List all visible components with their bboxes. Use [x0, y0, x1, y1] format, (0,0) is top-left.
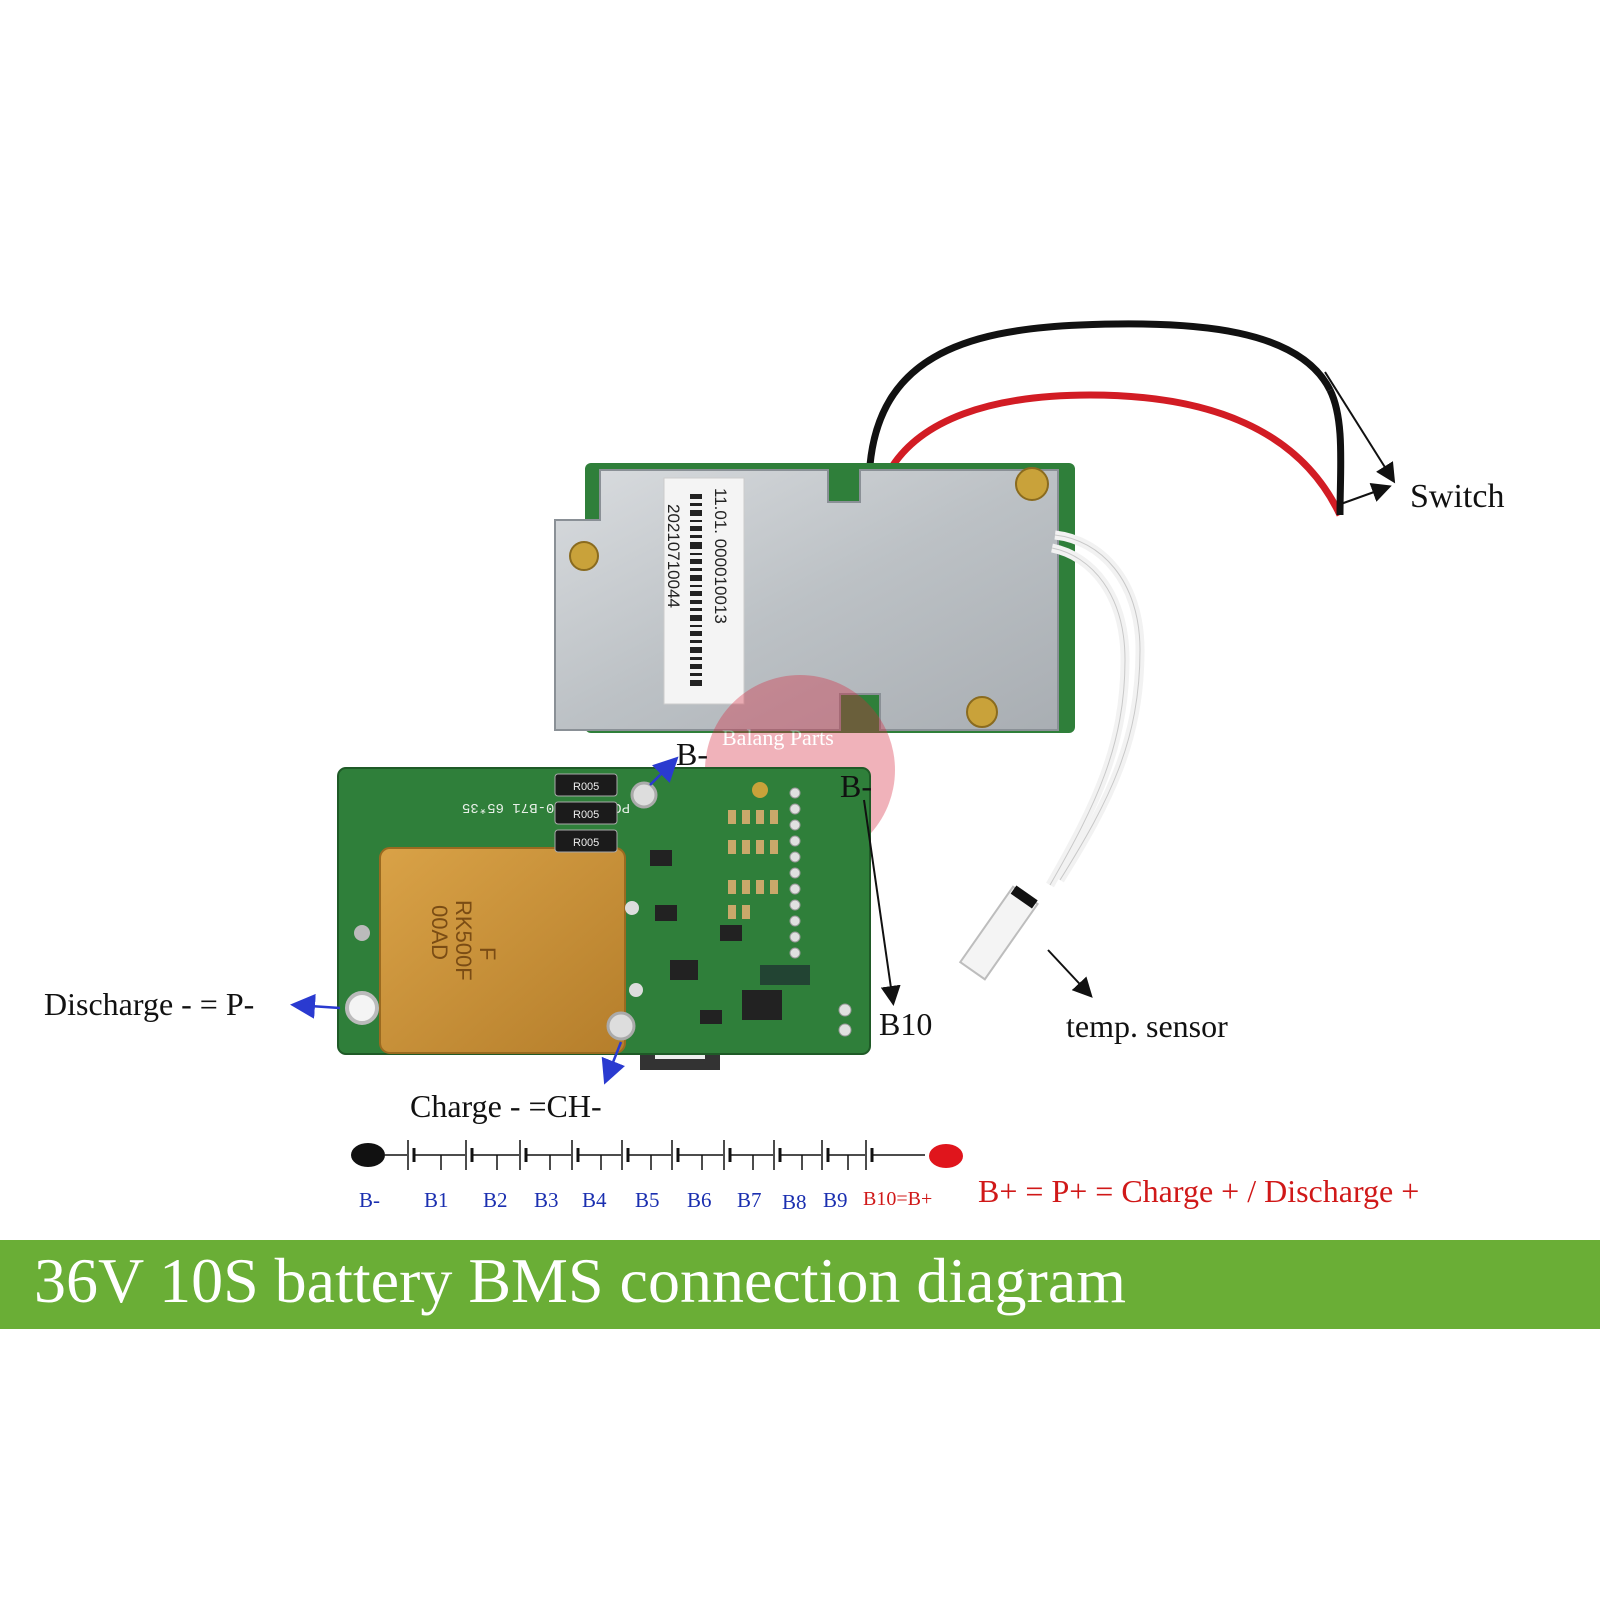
- fuse-code1: RK500F: [451, 900, 476, 981]
- cell-gap: [723, 1150, 731, 1160]
- watermark-line1: Balang Parts: [722, 725, 834, 750]
- cell-gap: [465, 1150, 473, 1160]
- barcode: [690, 494, 702, 686]
- cell-gap: [773, 1150, 781, 1160]
- label-b10: B10: [879, 1006, 933, 1042]
- sticker-line1: 11.01. 000010013: [711, 488, 730, 624]
- label-b-minus-right: B-: [840, 768, 872, 804]
- bms-board-bottom: F RK500F 00AD PCM-L13S20-B71 65*35 R005 …: [337, 767, 871, 1070]
- cell-label-b4: B4: [582, 1188, 607, 1212]
- label-switch: Switch: [1410, 478, 1505, 515]
- cell-gap: [821, 1150, 829, 1160]
- bms-board-top: 11.01. 000010013 20210710044: [554, 320, 1345, 981]
- cell-label-b2: B2: [483, 1188, 508, 1212]
- arrow-b10: [863, 799, 901, 1006]
- resistor-label-3: R005: [573, 837, 599, 849]
- callout-arrows: [290, 371, 1396, 1085]
- smd-components: [650, 850, 810, 1024]
- cell-gap: [671, 1150, 679, 1160]
- terminal-positive: [929, 1144, 963, 1168]
- cell-label-b1: B1: [424, 1188, 449, 1212]
- arrow-b-minus: [649, 756, 679, 786]
- pad-ch-minus: [606, 1011, 636, 1041]
- resistor-label-2: R005: [573, 809, 599, 821]
- wire-red: [887, 391, 1344, 517]
- temp-sensor-probe: [958, 885, 1039, 981]
- arrow-charge: [601, 1041, 625, 1085]
- cell-string-schematic: [351, 1140, 963, 1170]
- cell-label-b10: B10=B+: [863, 1188, 933, 1210]
- arrow-switch-2: [1337, 483, 1392, 506]
- arrow-discharge: [290, 993, 341, 1019]
- sticker-line2: 20210710044: [664, 504, 683, 608]
- label-b-minus-top: B-: [676, 736, 708, 772]
- label-charge: Charge - =CH-: [410, 1088, 602, 1124]
- cell-label-b6: B6: [687, 1188, 712, 1212]
- cell-label-b5: B5: [635, 1188, 660, 1212]
- balance-pads: [789, 787, 852, 1037]
- cell-gap: [519, 1150, 527, 1160]
- cell-gap: [407, 1150, 415, 1160]
- cell-label-b9: B9: [823, 1188, 848, 1212]
- cell-gap: [621, 1150, 629, 1160]
- label-temp-sensor: temp. sensor: [1066, 1008, 1228, 1044]
- resistor-label-1: R005: [573, 781, 599, 793]
- title-banner: [0, 1240, 1600, 1329]
- label-formula: B+ = P+ = Charge + / Discharge +: [978, 1173, 1420, 1209]
- pad-p-minus: [345, 991, 379, 1025]
- wire-black: [866, 320, 1334, 466]
- cell-gap: [571, 1150, 579, 1160]
- label-discharge: Discharge - = P-: [44, 986, 255, 1022]
- arrow-temp-sensor: [1047, 949, 1093, 998]
- fuse-code2: 00AD: [427, 905, 452, 960]
- terminal-negative: [351, 1143, 385, 1167]
- pad-b-minus: [630, 781, 658, 809]
- arrow-switch-1: [1324, 371, 1396, 484]
- cell-label-b7: B7: [737, 1188, 762, 1212]
- barcode-sticker: [663, 477, 745, 705]
- cell-label-b-minus: B-: [359, 1188, 380, 1212]
- shunt-resistors: R005 R005 R005: [554, 773, 618, 853]
- cell-gap: [865, 1150, 873, 1160]
- cell-label-b8: B8: [782, 1190, 807, 1214]
- fuse-kapton: [379, 847, 626, 1054]
- fuse-f: F: [475, 947, 500, 960]
- page-title: 36V 10S battery BMS connection diagram: [34, 1245, 1126, 1316]
- cell-label-b3: B3: [534, 1188, 559, 1212]
